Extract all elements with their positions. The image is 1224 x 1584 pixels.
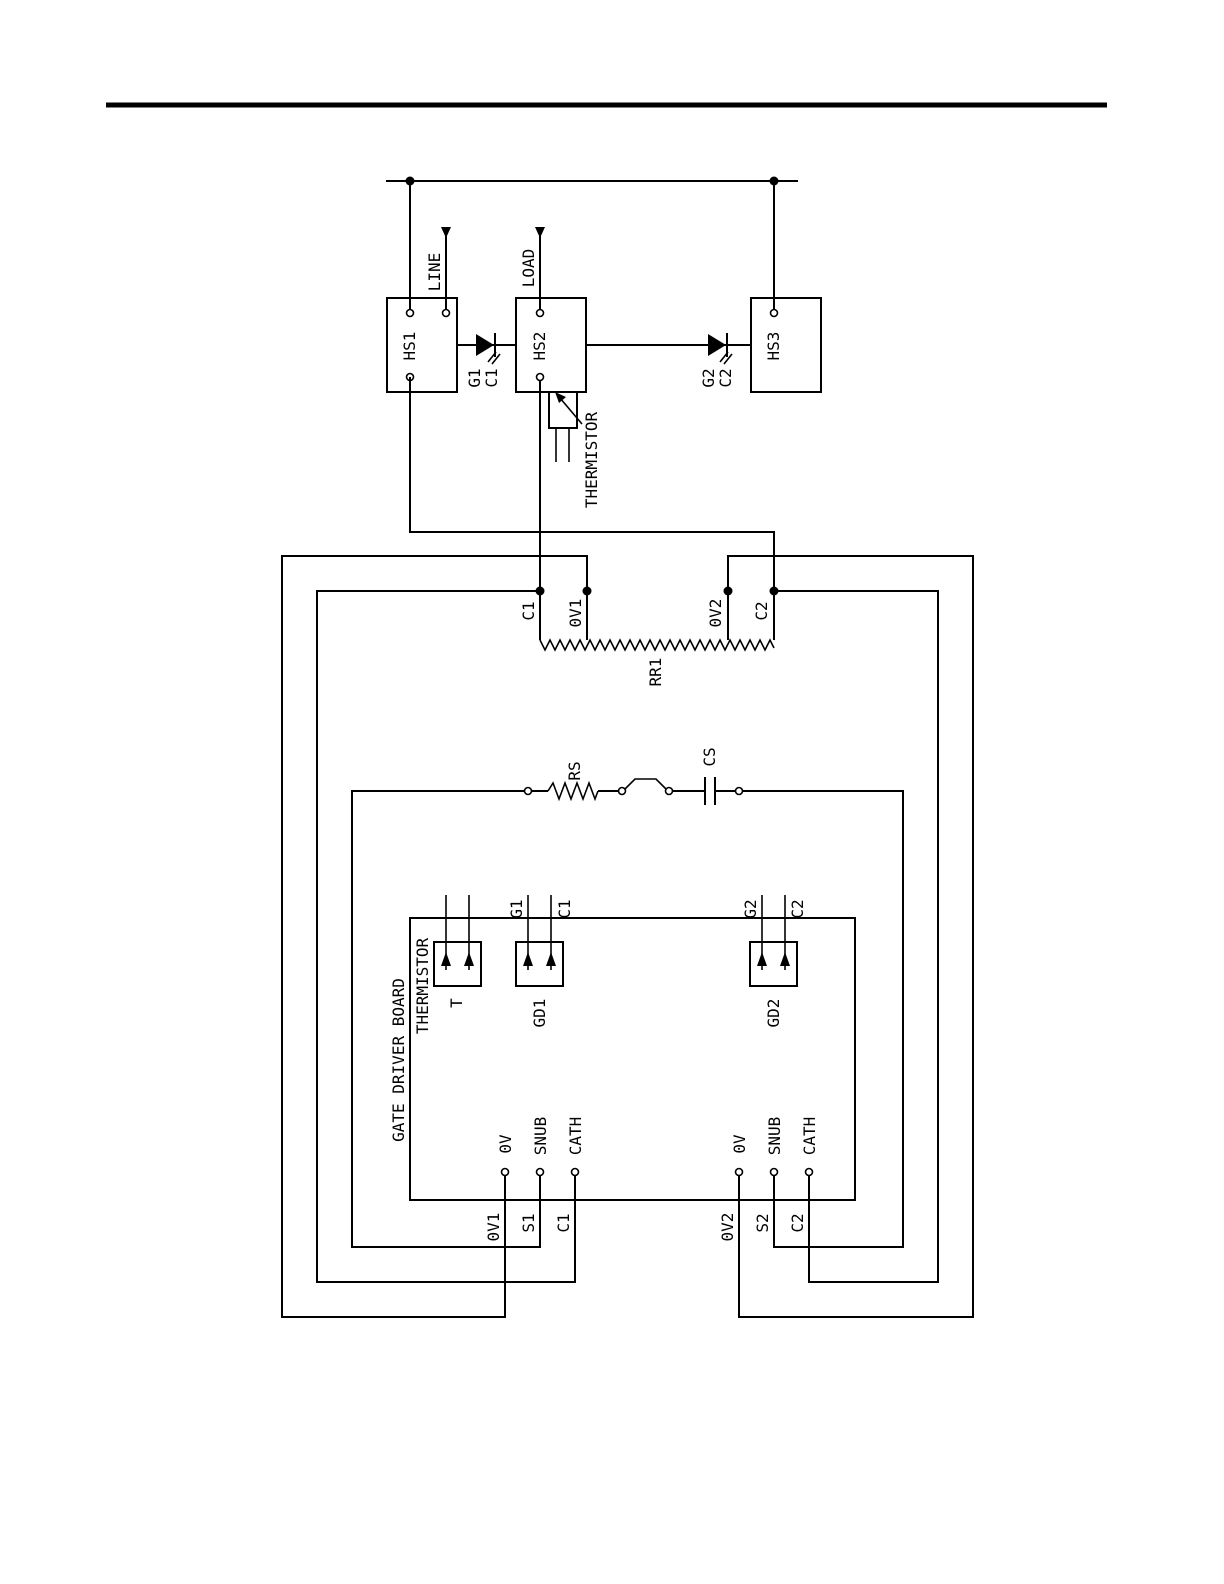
connector-gd1: G1 C1 GD1	[507, 895, 574, 1027]
load-label: LOAD	[519, 249, 538, 288]
gd2-c2-label: C2	[788, 899, 807, 918]
wire-c2-label: C2	[788, 1213, 807, 1232]
wire-s1-label: S1	[519, 1213, 538, 1232]
gd2-g2-label: G2	[741, 899, 760, 918]
gdb-cath-2-label: CATH	[800, 1117, 819, 1156]
rr1-label: RR1	[646, 658, 665, 687]
gd1-pin2-arrow-icon	[546, 952, 556, 966]
loop-snubber	[352, 791, 903, 1247]
rr1-0v2-label: 0V2	[706, 599, 725, 628]
gd2-pin2-arrow-icon	[780, 952, 790, 966]
gdb-0v-2-label: 0V	[730, 1134, 749, 1154]
cs-label: CS	[700, 747, 719, 766]
thermistor-arrow-icon	[555, 392, 566, 403]
hs1-label: HS1	[400, 332, 419, 361]
scr1-cathode-label: C1	[482, 368, 501, 387]
heatsink-hs2: HS2	[516, 298, 586, 392]
scr2: G2 C2	[586, 333, 751, 388]
gd2-label: GD2	[764, 999, 783, 1028]
line-label: LINE	[425, 253, 444, 292]
hs3-label: HS3	[764, 332, 783, 361]
top-bus	[386, 177, 798, 314]
gdb-terminals-1: 0V SNUB CATH 0V1 S1 C1	[484, 1117, 585, 1317]
fuse-link-icon	[625, 779, 666, 789]
heatsink-hs3: HS3	[751, 298, 821, 392]
t-pin2-arrow-icon	[464, 952, 474, 966]
scr2-cathode-label: C2	[716, 368, 735, 387]
gd1-pin1-arrow-icon	[523, 952, 533, 966]
wire-c1-label: C1	[554, 1213, 573, 1232]
loop-0v1-0v2	[282, 556, 973, 1317]
gdb-cath-1-label: CATH	[566, 1117, 585, 1156]
connector-t: T	[434, 895, 481, 1008]
rs-label: RS	[565, 761, 584, 780]
gdb-snub-2-label: SNUB	[765, 1117, 784, 1156]
rr1-network: C1 0V1 0V2 C2 RR1	[519, 587, 779, 687]
line-terminal: LINE	[425, 227, 451, 309]
rr1-resistor-icon	[540, 640, 774, 650]
gdb-thermistor-label: THERMISTOR	[413, 937, 432, 1034]
rr1-0v1-label: 0V1	[566, 599, 585, 628]
gdb-snub-1-label: SNUB	[531, 1117, 550, 1156]
rr1-c1-label: C1	[519, 601, 538, 620]
scr1: G1 C1	[457, 333, 516, 388]
gd1-label: GD1	[530, 999, 549, 1028]
gd1-c1-label: C1	[555, 899, 574, 918]
heatsink-thermistor: THERMISTOR	[549, 392, 601, 508]
hs2-label: HS2	[530, 332, 549, 361]
scr1-diode-icon	[476, 334, 494, 356]
rr1-c2-label: C2	[752, 601, 771, 620]
snubber-network: RS CS	[525, 747, 743, 805]
wire-0v2-label: 0V2	[718, 1213, 737, 1242]
heatsink-hs1: HS1	[387, 298, 457, 392]
rs-resistor-icon	[548, 783, 598, 799]
gd1-g1-label: G1	[507, 899, 526, 918]
gdb-terminals-2: 0V SNUB CATH 0V2 S2 C2	[718, 1117, 819, 1317]
gdb-0v-1-label: 0V	[496, 1134, 515, 1154]
wire-0v1-label: 0V1	[484, 1213, 503, 1242]
t-pin1-arrow-icon	[441, 952, 451, 966]
wire-s2-label: S2	[753, 1213, 772, 1232]
load-terminal: LOAD	[519, 227, 545, 309]
t-label: T	[447, 998, 466, 1008]
connector-gd2: G2 C2 GD2	[741, 895, 807, 1027]
gd2-pin1-arrow-icon	[757, 952, 767, 966]
load-arrow-icon	[535, 227, 545, 238]
gate-driver-board-label: GATE DRIVER BOARD	[389, 978, 408, 1142]
scr2-diode-icon	[708, 334, 726, 356]
line-arrow-icon	[441, 227, 451, 238]
thermistor-label: THERMISTOR	[582, 411, 601, 508]
